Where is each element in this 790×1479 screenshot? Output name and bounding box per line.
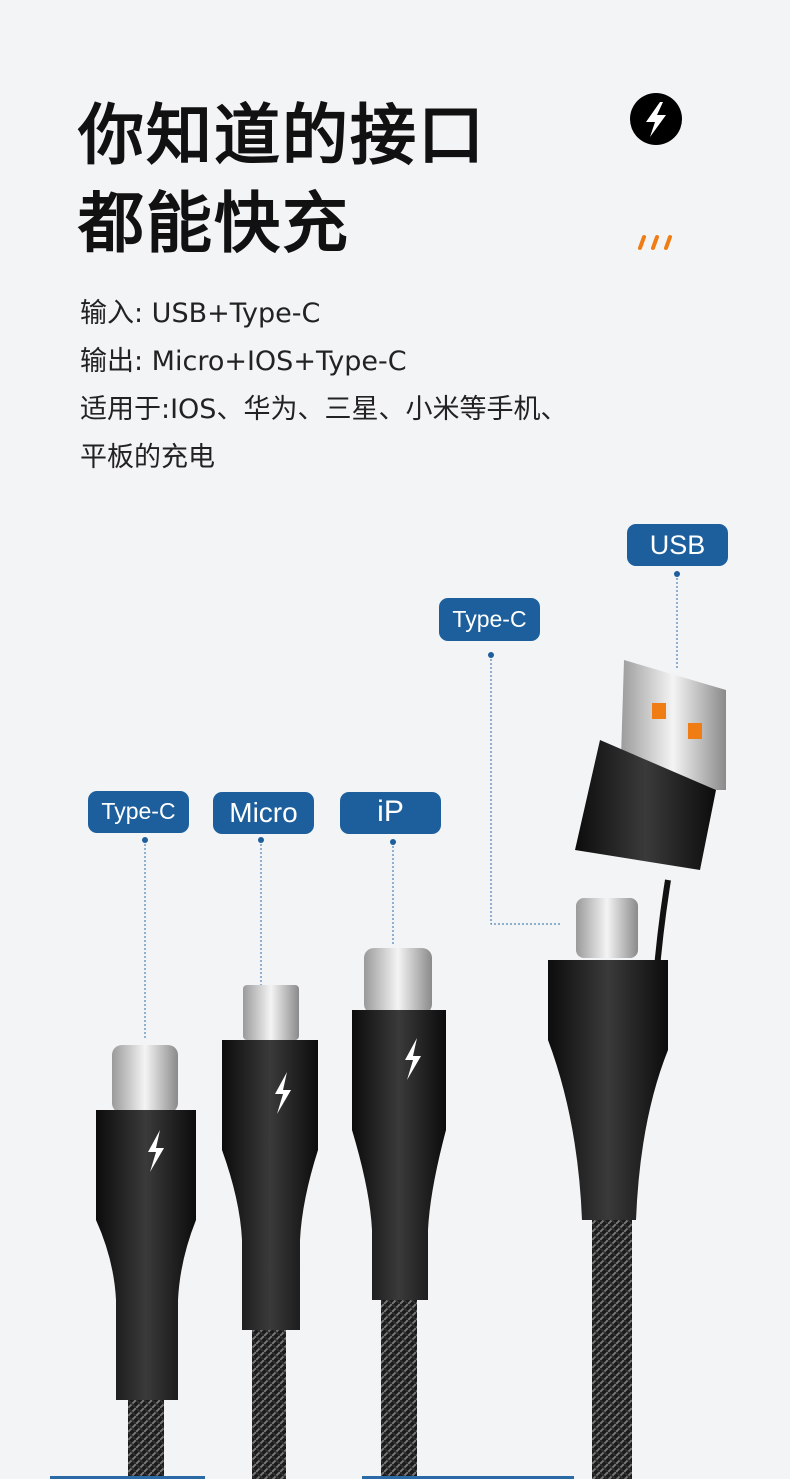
lightning-bolt-icon: [630, 93, 682, 145]
headline-line-1: 你知道的接口: [78, 97, 486, 174]
label-micro: Micro: [213, 792, 314, 834]
label-typec: Type-C: [88, 791, 189, 833]
label-usb: USB: [627, 524, 728, 566]
headline-line-2: 都能快充: [78, 185, 350, 262]
cable-typec: [96, 1045, 196, 1479]
spec-list: 输入: USB+Type-C 输出: Micro+IOS+Type-C 适用于:…: [80, 290, 567, 482]
label-ip: iP: [340, 792, 441, 834]
label-typec-top: Type-C: [439, 598, 540, 641]
cable-ip: [352, 948, 446, 1479]
bottom-strip-left: [50, 1476, 205, 1479]
bottom-strip-right: [362, 1476, 574, 1479]
spec-input: 输入: USB+Type-C: [80, 298, 321, 329]
spec-compat: 适用于:IOS、华为、三星、小米等手机、: [80, 394, 568, 425]
spec-compat-cont: 平板的充电: [80, 442, 215, 473]
spec-output: 输出: Micro+IOS+Type-C: [80, 346, 407, 377]
cable-usb-typec: [548, 660, 726, 1479]
orange-dashes-icon: [636, 233, 678, 255]
headline: 你知道的接口 都能快充: [78, 92, 486, 268]
cable-micro: [222, 985, 318, 1479]
